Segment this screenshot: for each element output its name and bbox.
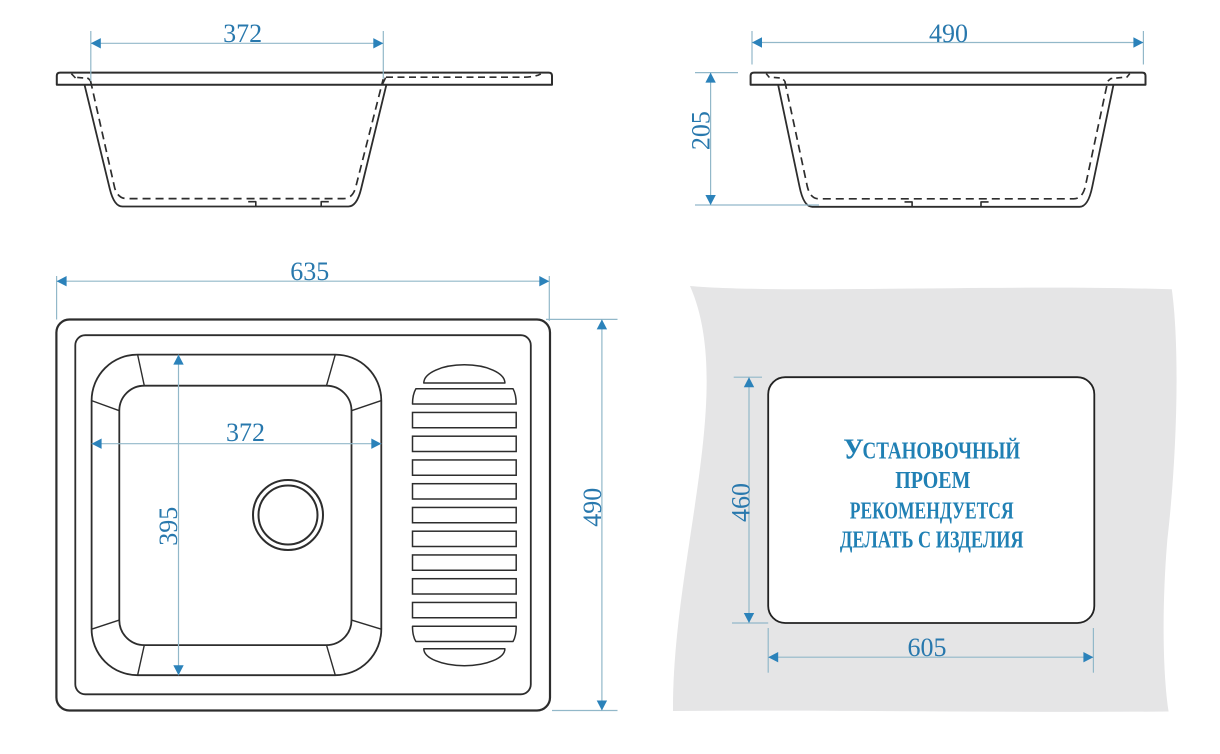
svg-text:490: 490: [578, 488, 607, 527]
svg-text:605: 605: [908, 633, 947, 662]
svg-text:У: У: [843, 435, 864, 466]
svg-text:ДЕЛАТЬ С ИЗДЕЛИЯ: ДЕЛАТЬ С ИЗДЕЛИЯ: [840, 527, 1024, 553]
svg-text:205: 205: [687, 111, 716, 150]
svg-text:СТАНОВОЧНЫЙ: СТАНОВОЧНЫЙ: [863, 439, 1021, 465]
svg-text:ПРОЕМ: ПРОЕМ: [895, 468, 970, 494]
svg-text:372: 372: [226, 418, 265, 447]
svg-text:635: 635: [290, 257, 329, 286]
svg-text:460: 460: [727, 483, 756, 522]
svg-text:РЕКОМЕНДУЕТСЯ: РЕКОМЕНДУЕТСЯ: [850, 499, 1014, 525]
svg-text:395: 395: [154, 507, 183, 546]
svg-text:372: 372: [223, 19, 262, 48]
svg-text:490: 490: [929, 19, 968, 48]
